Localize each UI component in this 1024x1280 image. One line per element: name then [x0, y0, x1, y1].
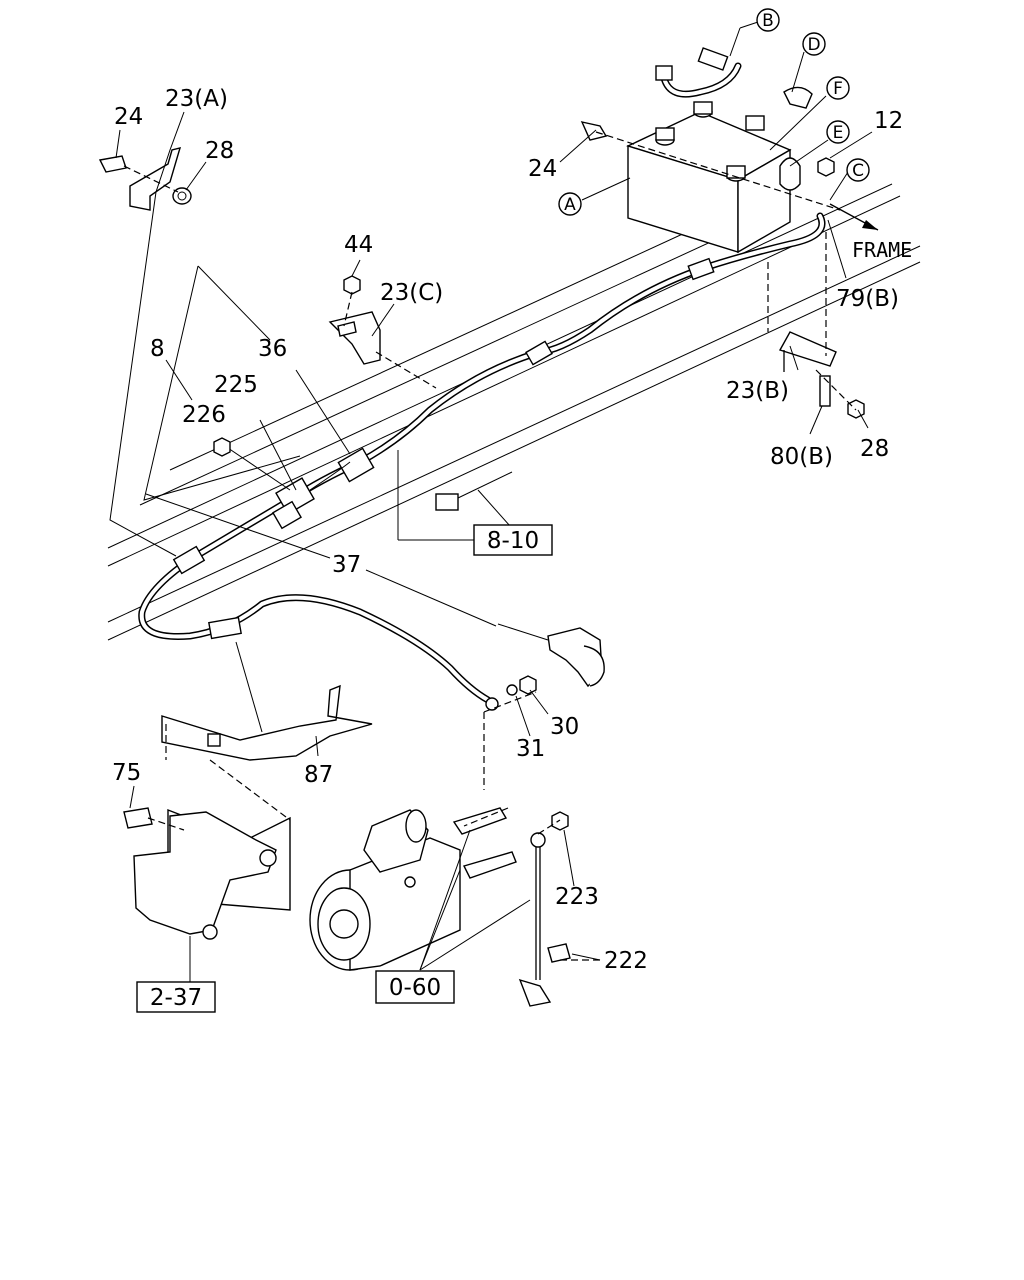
callout-28-lower: 28 [860, 436, 889, 462]
callout-37: 37 [332, 552, 361, 578]
marker-e-text: E [833, 123, 844, 143]
nut-226 [213, 437, 231, 457]
callout-75: 75 [112, 760, 141, 786]
frame-rail [107, 183, 921, 641]
ref-0-60-text: 0-60 [389, 975, 441, 1001]
marker-a-text: A [564, 195, 576, 215]
ref-8-10-text: 8-10 [487, 528, 539, 554]
marker-f-text: F [833, 79, 843, 99]
circle-marker-b: B [756, 8, 780, 32]
circle-marker-f: F [826, 76, 850, 100]
ref-box-8-10: 8-10 [473, 524, 553, 556]
circle-marker-c: C [846, 158, 870, 182]
nut-washer [506, 675, 537, 696]
callout-225: 225 [214, 372, 258, 398]
callout-36: 36 [258, 336, 287, 362]
assembly-lines [123, 131, 857, 961]
battery-box [626, 101, 792, 254]
frame-label: FRAME [852, 238, 912, 262]
callout-30: 30 [550, 714, 579, 740]
callout-23b: 23(B) [726, 378, 789, 404]
callout-80b: 80(B) [770, 444, 833, 470]
starter-bracket [123, 807, 291, 940]
starter-motor [309, 807, 517, 971]
harness-connector [272, 447, 375, 530]
circle-marker-e: E [826, 120, 850, 144]
ref-box-0-60: 0-60 [375, 970, 455, 1004]
callout-8: 8 [150, 336, 165, 362]
bracket-23c [328, 275, 381, 365]
callout-222: 222 [604, 948, 648, 974]
callout-24-bolt: 24 [114, 104, 143, 130]
callout-79b: 79(B) [836, 286, 899, 312]
marker-b-text: B [762, 11, 774, 31]
main-battery-cable [138, 212, 826, 711]
callout-23a: 23(A) [165, 86, 228, 112]
marker-c-text: C [852, 161, 864, 181]
callout-31: 31 [516, 736, 545, 762]
callouts: 24 23(A) 28 24 12 44 23(C) 36 8 225 226 … [112, 86, 903, 974]
callout-44: 44 [344, 232, 373, 258]
circle-marker-a: A [558, 192, 582, 216]
leader-lines [109, 21, 873, 982]
callout-226: 226 [182, 402, 226, 428]
callout-28-nut: 28 [205, 138, 234, 164]
ref-2-37-text: 2-37 [150, 985, 202, 1011]
callout-12: 12 [874, 108, 903, 134]
battery-jumper-cable [655, 47, 765, 131]
callout-87: 87 [304, 762, 333, 788]
bracket-23b [778, 331, 865, 419]
bracket-87 [161, 684, 373, 761]
ground-cable [518, 811, 571, 1007]
bracket-23a [98, 147, 192, 211]
terminal-part [435, 471, 513, 511]
callout-223: 223 [555, 884, 599, 910]
battery-fasteners [580, 86, 835, 191]
frame-direction-arrow: FRAME [829, 203, 912, 262]
callout-24-battery-bolt: 24 [528, 156, 557, 182]
ref-box-2-37: 2-37 [136, 981, 216, 1013]
circle-marker-d: D [802, 32, 826, 56]
callout-23c: 23(C) [380, 280, 443, 306]
marker-d-text: D [807, 35, 820, 55]
starter-terminal-cover [497, 623, 605, 688]
